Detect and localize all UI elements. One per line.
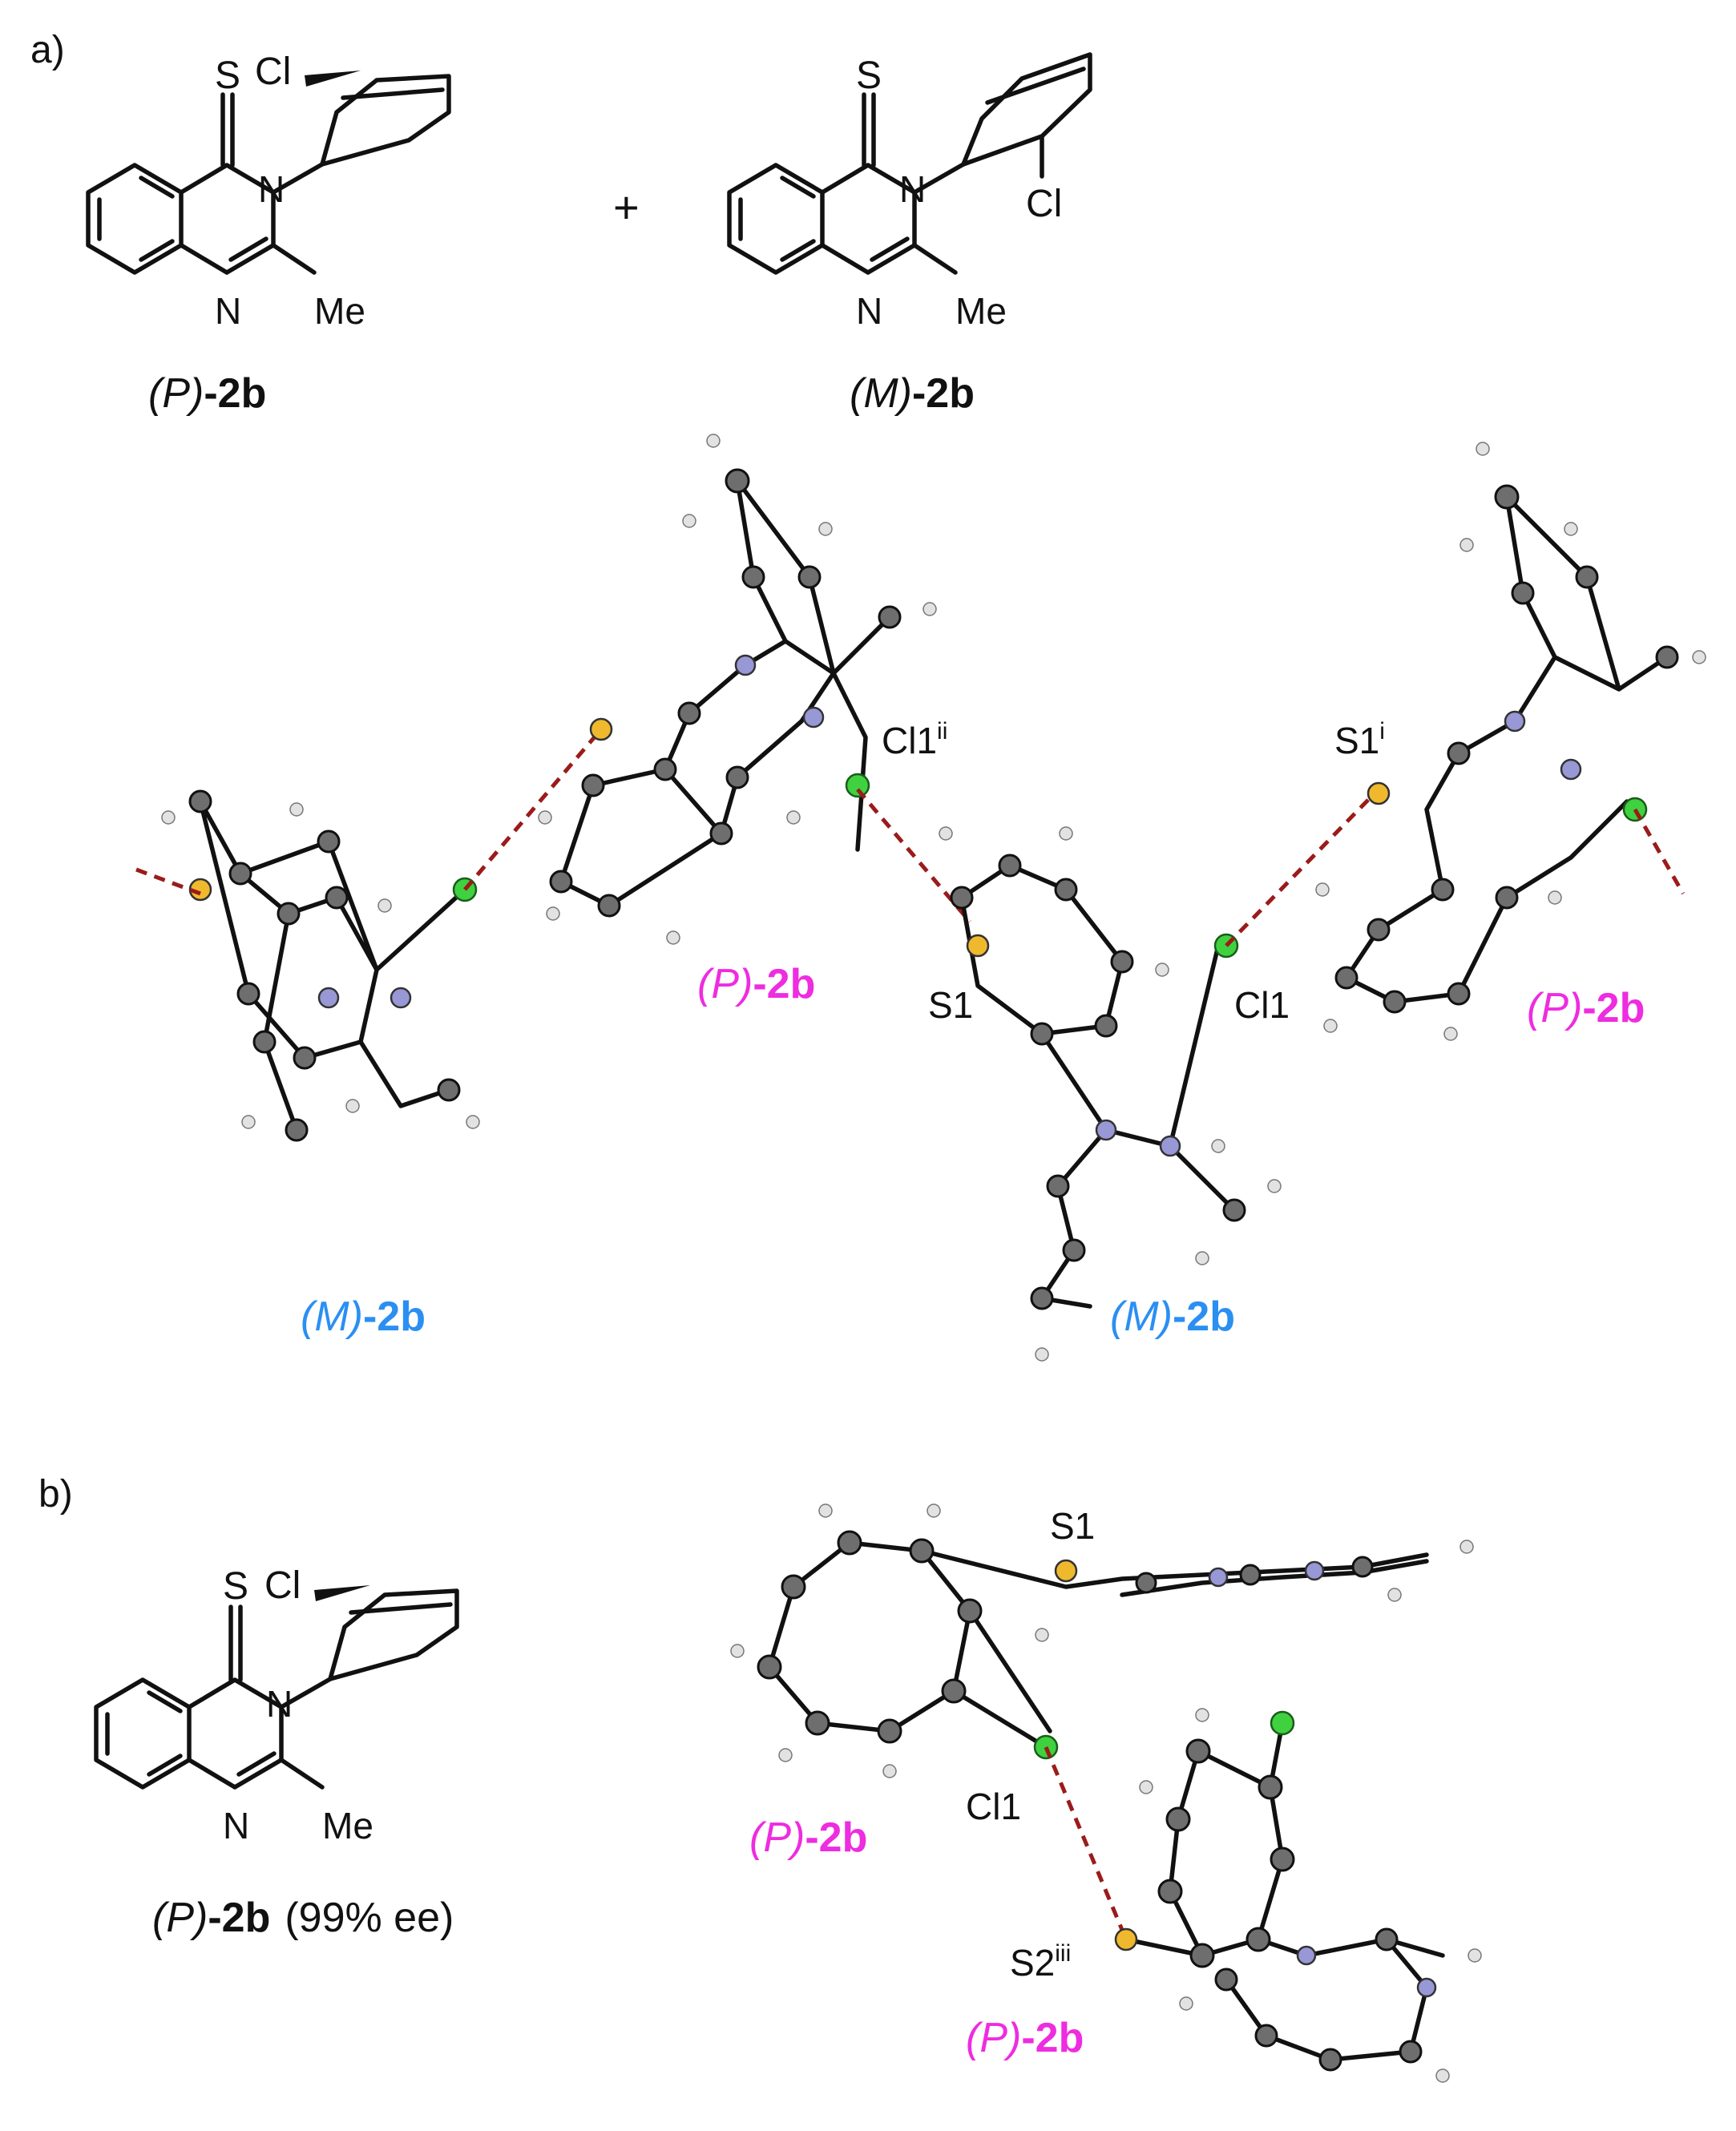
M-struct-atom-Me: Me: [955, 290, 1007, 332]
molecule-M-right: [939, 826, 1282, 1362]
caption-M-2b: (M)-2b: [850, 370, 975, 417]
M-struct-atom-N1: N: [856, 290, 882, 332]
label-b-P-2b-upper: (P)-2b: [749, 1814, 867, 1861]
label-M-2b-right: (M)-2b: [1110, 1294, 1235, 1340]
crystal-packing-a: [135, 434, 1706, 1362]
panel-a-label: a): [30, 29, 65, 71]
molecule-M-left: [161, 789, 480, 1142]
label-b-Cl1: Cl1: [966, 1786, 1021, 1827]
b-struct-atom-S: S: [223, 1565, 248, 1608]
structure-P-2b: S Cl N N Me: [86, 50, 451, 332]
label-P-2b-left: (P)-2b: [697, 961, 815, 1007]
label-b-P-2b-lower: (P)-2b: [966, 2015, 1084, 2061]
molecule-P-lower: [1114, 1708, 1482, 2083]
label-Cl1: Cl1: [1234, 984, 1290, 1026]
molecule-P-left: [538, 434, 937, 945]
M-struct-atom-S: S: [856, 54, 882, 97]
crystal-packing-b: [730, 1503, 1482, 2083]
label-M-2b-left: (M)-2b: [301, 1294, 426, 1340]
molecule-P-right: [1315, 442, 1706, 1041]
molecule-P-upper: [730, 1503, 1474, 1778]
label-S1: S1: [928, 984, 973, 1026]
M-struct-atom-Cl: Cl: [1026, 183, 1062, 225]
plus-sign: +: [613, 182, 640, 232]
P-struct-atom-S: S: [215, 54, 240, 97]
M-struct-atom-N3: N: [899, 168, 926, 210]
P-struct-atom-N1: N: [215, 290, 241, 332]
label-P-2b-right: (P)-2b: [1527, 985, 1645, 1031]
label-Cl1ii: Cl1ii: [882, 718, 947, 761]
b-struct-atom-Me: Me: [322, 1805, 373, 1846]
structure-M-2b: S Cl N N Me: [727, 52, 1092, 332]
label-b-S2iii: S2iii: [1010, 1940, 1071, 1984]
P-struct-atom-Me: Me: [314, 290, 365, 332]
caption-P-2b-ee: (P)-2b(99% ee): [152, 1895, 454, 1941]
P-struct-atom-N3: N: [258, 168, 285, 210]
panel-b-label: b): [38, 1473, 73, 1516]
P-struct-atom-Cl: Cl: [255, 50, 291, 93]
b-struct-atom-N1: N: [223, 1805, 249, 1846]
b-struct-atom-N3: N: [266, 1683, 293, 1725]
caption-P-2b: (P)-2b: [148, 370, 266, 417]
structure-P-2b-b: S Cl N N Me: [94, 1564, 459, 1846]
label-S1i: S1i: [1334, 718, 1385, 761]
b-struct-atom-Cl: Cl: [264, 1564, 301, 1607]
label-b-S1: S1: [1050, 1505, 1095, 1547]
